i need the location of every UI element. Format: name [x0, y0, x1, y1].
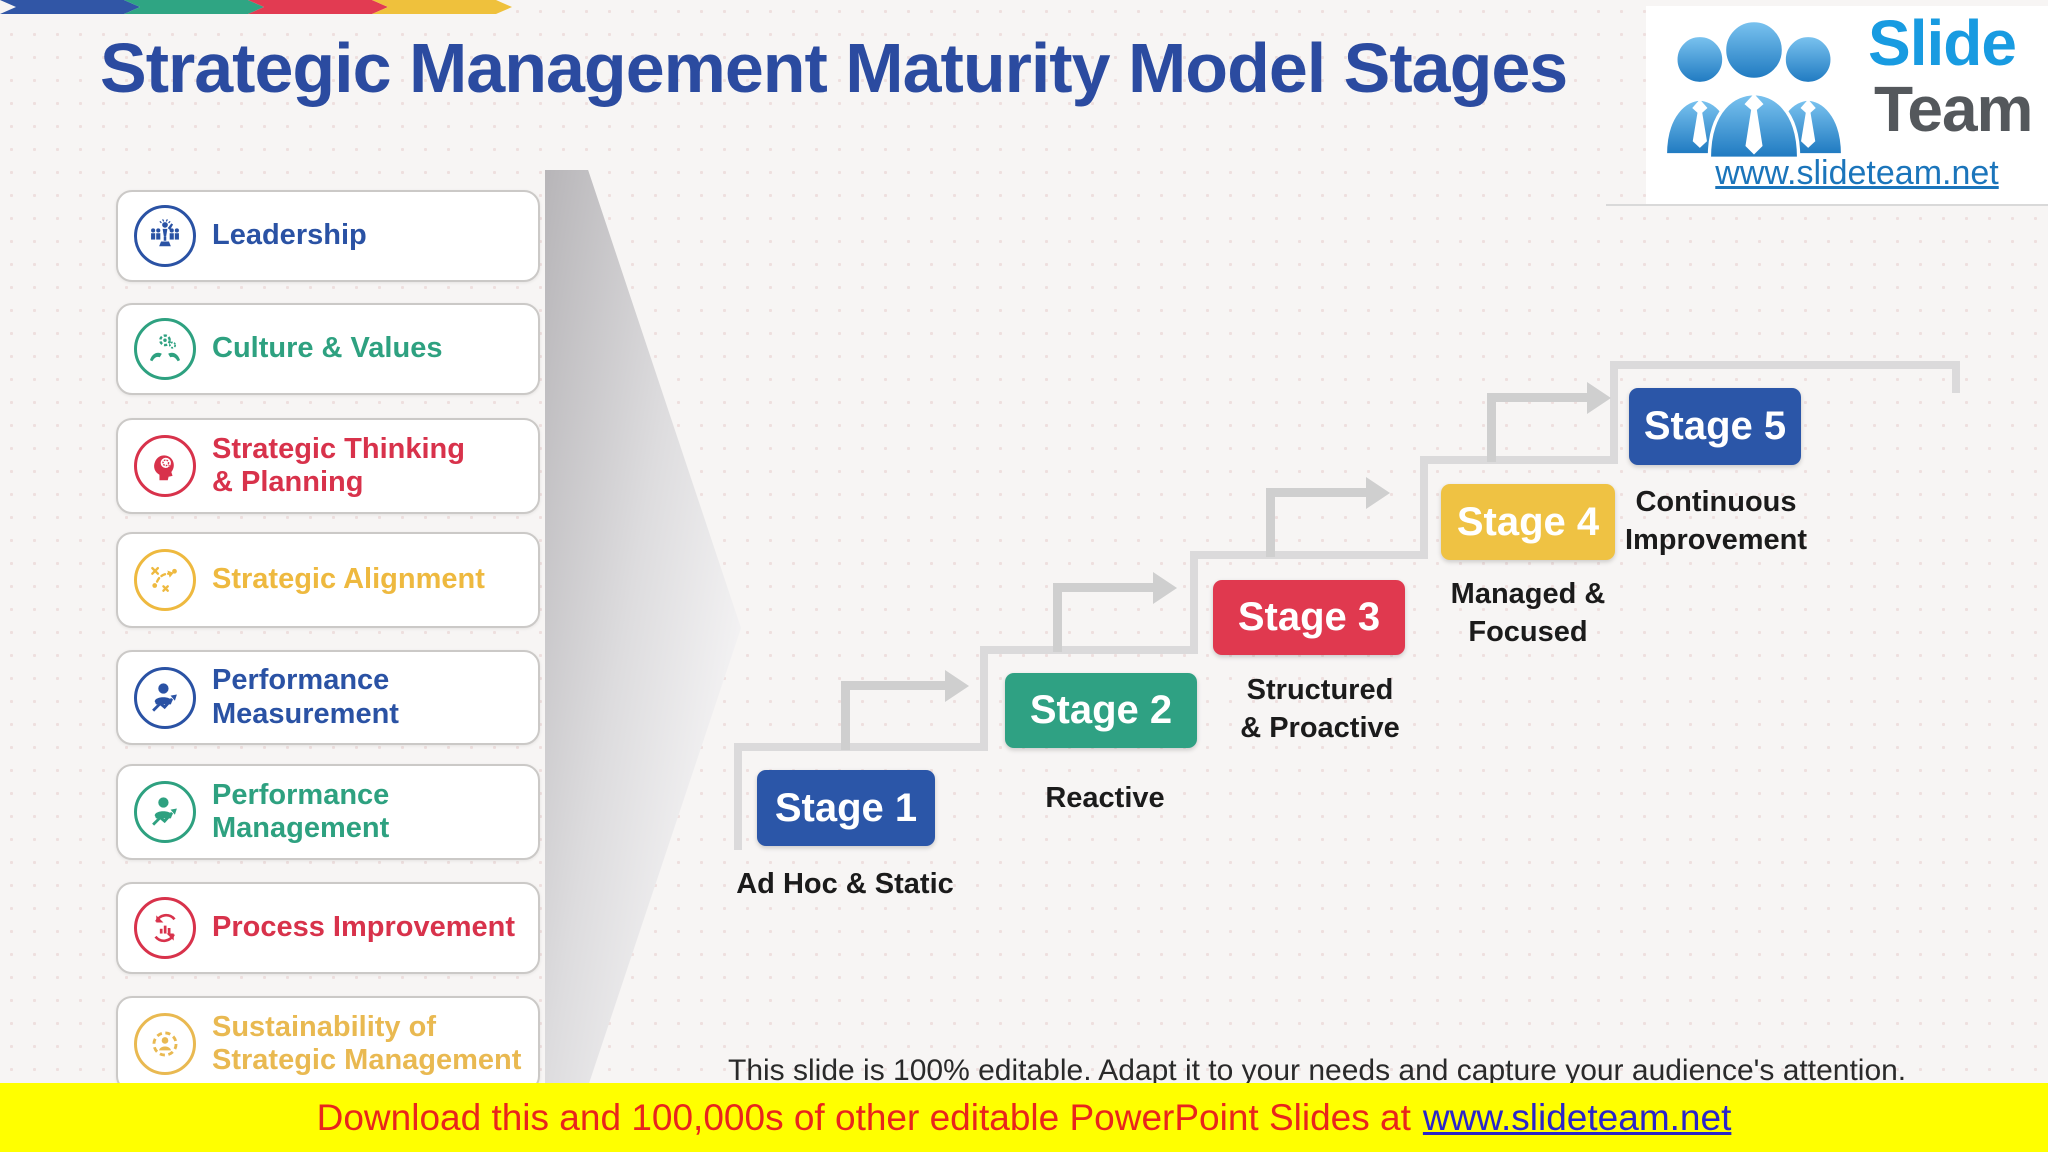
- sidebar-item-label: Performance Measurement: [212, 664, 399, 730]
- culture-values-icon: [134, 318, 196, 380]
- stage-3-label: Stage 3: [1237, 595, 1381, 639]
- sidebar-item-process-improvement: Process Improvement: [116, 882, 540, 974]
- sidebar-item-leadership: Leadership: [116, 190, 540, 282]
- page-title: Strategic Management Maturity Model Stag…: [100, 29, 1568, 107]
- stair-end-nub: [1952, 361, 1960, 393]
- stair-riser-4: [1420, 456, 1428, 559]
- download-banner: Download this and 100,000s of other edit…: [0, 1083, 2048, 1152]
- sidebar-item-sustainability: Sustainability of Strategic Management: [116, 996, 540, 1092]
- sidebar-item-strategic-thinking: Strategic Thinking & Planning: [116, 418, 540, 514]
- sidebar-item-strategic-alignment: Strategic Alignment: [116, 532, 540, 628]
- sidebar-item-label: Strategic Alignment: [212, 563, 485, 596]
- sidebar-item-label: Performance Management: [212, 778, 390, 844]
- stage-5-box: Stage 5: [1629, 388, 1801, 465]
- step-arrow-2: [1053, 592, 1062, 652]
- stage-1-caption: Ad Hoc & Static: [736, 868, 954, 900]
- stage-4-label: Stage 4: [1456, 499, 1600, 544]
- step-arrow-2-arm: [1053, 583, 1153, 592]
- stage-4-box: Stage 4: [1441, 484, 1615, 560]
- stage-3-caption: Structured & Proactive: [1240, 674, 1400, 744]
- sidebar-item-label: Culture & Values: [212, 332, 443, 365]
- top-bar-chevron-1: [0, 0, 140, 14]
- sidebar-item-culture-values: Culture & Values: [116, 303, 540, 395]
- big-right-arrow: [545, 170, 741, 1086]
- stair-riser-2: [980, 648, 988, 751]
- stair-riser-5: [1610, 361, 1618, 464]
- sidebar-item-label: Sustainability of Strategic Management: [212, 1010, 522, 1076]
- performance-management-icon: [134, 781, 196, 843]
- stair-tread-1: [734, 743, 988, 751]
- stair-tread-5: [1610, 361, 1960, 369]
- logo-url-link[interactable]: www.slideteam.net: [1715, 154, 1999, 192]
- process-improvement-icon: [134, 897, 196, 959]
- step-arrow-3: [1266, 497, 1275, 557]
- top-bar-chevron-2: [124, 0, 264, 14]
- stair-tread-4: [1420, 456, 1618, 464]
- stage-1-box: Stage 1: [757, 770, 935, 846]
- stage-2-caption: Reactive: [1045, 782, 1165, 814]
- stage-3-box: Stage 3: [1213, 580, 1405, 655]
- logo-brand-slide: Slide: [1868, 7, 2017, 79]
- stage-2-box: Stage 2: [1005, 673, 1197, 748]
- performance-measurement-icon: [134, 666, 196, 729]
- step-arrow-1-arm: [841, 681, 945, 690]
- sidebar-item-label: Leadership: [212, 219, 367, 252]
- top-bar-chevron-4: [372, 0, 512, 14]
- sustainability-icon: [134, 1013, 196, 1075]
- sidebar-item-label: Strategic Thinking & Planning: [212, 432, 465, 498]
- sidebar-item-performance-measurement: Performance Measurement: [116, 650, 540, 745]
- editable-note: This slide is 100% editable. Adapt it to…: [728, 1054, 1907, 1087]
- logo-underline: [1606, 204, 2048, 206]
- stage-5-label: Stage 5: [1643, 404, 1787, 448]
- download-banner-link[interactable]: www.slideteam.net: [1422, 1096, 1732, 1138]
- top-bar-chevron-3: [248, 0, 388, 14]
- step-arrow-3-head: [1366, 477, 1390, 509]
- step-arrow-4-head: [1587, 382, 1611, 414]
- step-arrow-1: [841, 690, 850, 750]
- slideteam-logo: Slide Team www.slideteam.net: [1646, 6, 2048, 204]
- stage-1-label: Stage 1: [774, 785, 918, 830]
- step-arrow-2-head: [1153, 572, 1177, 604]
- sidebar-item-label: Process Improvement: [212, 911, 516, 944]
- stair-riser-3: [1190, 551, 1198, 654]
- step-arrow-1-head: [945, 670, 969, 702]
- leadership-icon: [134, 205, 196, 267]
- stair-tread-2: [980, 646, 1198, 654]
- stage-4-caption: Managed & Focused: [1450, 578, 1606, 648]
- strategic-thinking-icon: [134, 435, 196, 497]
- stage-2-label: Stage 2: [1029, 688, 1173, 732]
- step-arrow-3-arm: [1266, 488, 1366, 497]
- stair-tread-3: [1190, 551, 1428, 559]
- strategic-alignment-icon: [134, 549, 196, 611]
- step-arrow-4: [1487, 402, 1496, 462]
- slideteam-people-icon: [1664, 18, 1844, 160]
- logo-brand-team: Team: [1874, 73, 2033, 145]
- download-banner-text: Download this and 100,000s of other edit…: [316, 1096, 1411, 1138]
- stage-5-caption: Continuous Improvement: [1624, 486, 1808, 556]
- stair-riser-1: [734, 745, 742, 850]
- sidebar-item-performance-management: Performance Management: [116, 764, 540, 860]
- step-arrow-4-arm: [1487, 393, 1587, 402]
